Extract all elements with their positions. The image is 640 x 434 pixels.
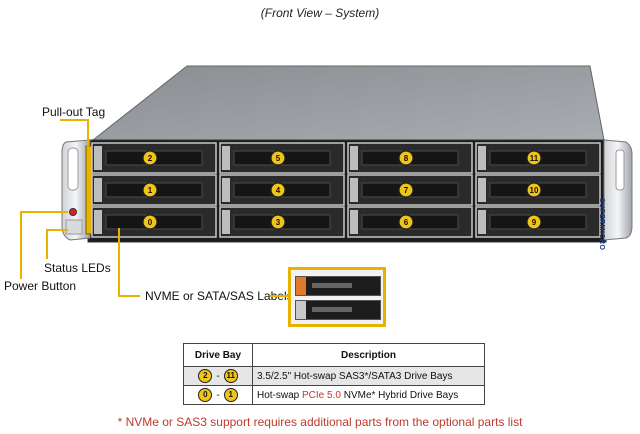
leader-line — [46, 229, 68, 231]
bay-number-badge — [270, 214, 286, 230]
pullout-tag-icon — [85, 145, 93, 235]
bay-number-label: 9 — [532, 218, 537, 227]
page-title: (Front View – System) — [260, 6, 380, 20]
bay-badge: 0 — [198, 388, 213, 402]
leader-line — [87, 119, 89, 147]
bay-number-label: 10 — [530, 186, 539, 195]
bay-number-label: 8 — [404, 154, 409, 163]
drive-bay[interactable]: 10 — [475, 174, 601, 206]
leader-line — [118, 228, 120, 296]
bay-number-label: 7 — [404, 186, 409, 195]
drive-bay[interactable]: 4 — [219, 174, 345, 206]
bay-number-badge — [270, 182, 286, 198]
chassis-top-cover — [91, 65, 605, 141]
leader-line — [60, 119, 88, 121]
bay-number-label: 1 — [148, 186, 153, 195]
leader-line — [20, 211, 68, 213]
table-row: 0-1 Hot-swap PCIe 5.0 NVMe* Hybrid Drive… — [183, 385, 485, 405]
bay-number-badge — [398, 182, 414, 198]
drive-bay-table: Drive Bay Description 2-11 3.5/2.5" Hot-… — [183, 343, 485, 405]
bay-number-badge — [526, 150, 542, 166]
bay-number-badge — [526, 182, 542, 198]
bay-badge: 2 — [198, 369, 213, 383]
callout-status-leds: Status LEDs — [44, 261, 111, 275]
bay-number-badge — [142, 150, 158, 166]
callout-power-button: Power Button — [4, 279, 77, 293]
label-inset — [288, 267, 386, 327]
drive-bay[interactable]: 2 — [91, 142, 217, 174]
drive-bay[interactable]: 0 — [91, 206, 217, 238]
bay-number-label: 5 — [276, 154, 281, 163]
header-drive-bay: Drive Bay — [183, 343, 253, 367]
bay-number-label: 0 — [148, 218, 153, 227]
bay-range: 0-1 — [183, 385, 253, 405]
leader-line — [118, 295, 140, 297]
status-leds-icon — [65, 219, 83, 235]
bay-description: 3.5/2.5" Hot-swap SAS3*/SATA3 Drive Bays — [252, 366, 485, 386]
leader-line — [270, 295, 288, 297]
bay-number-badge — [142, 182, 158, 198]
bay-description: Hot-swap PCIe 5.0 NVMe* Hybrid Drive Bay… — [252, 385, 485, 405]
drive-bay[interactable]: 7 — [347, 174, 473, 206]
bay-badge: 1 — [223, 388, 238, 402]
bay-number-label: 2 — [148, 154, 153, 163]
bay-number-label: 4 — [276, 186, 281, 195]
sas-label-drive-icon — [295, 300, 381, 320]
bay-number-label: 3 — [276, 218, 281, 227]
bay-number-badge — [526, 214, 542, 230]
power-button-icon — [69, 208, 77, 216]
drive-bay[interactable]: 8 — [347, 142, 473, 174]
nvme-label-drive-icon — [295, 276, 381, 296]
drive-bay[interactable]: 5 — [219, 142, 345, 174]
drive-bay[interactable]: 6 — [347, 206, 473, 238]
callout-labels: NVME or SATA/SAS Labels — [145, 289, 293, 303]
table-header-row: Drive Bay Description — [183, 343, 485, 367]
bay-number-badge — [142, 214, 158, 230]
bay-number-label: 11 — [530, 154, 539, 163]
bay-number-badge — [398, 150, 414, 166]
leader-line — [20, 211, 22, 279]
drive-bay[interactable]: 3 — [219, 206, 345, 238]
drive-bay[interactable]: 9 — [475, 206, 601, 238]
header-description: Description — [252, 343, 485, 367]
drive-bay[interactable]: 1 — [91, 174, 217, 206]
bay-number-label: 6 — [404, 218, 409, 227]
bay-range: 2-11 — [183, 366, 253, 386]
bay-number-badge — [398, 214, 414, 230]
brand-logo: SUPERMICRO — [598, 198, 605, 251]
leader-line — [46, 229, 48, 259]
bay-badge: 11 — [223, 369, 238, 383]
bay-number-badge — [270, 150, 286, 166]
footnote: * NVMe or SAS3 support requires addition… — [117, 415, 523, 429]
drive-bay[interactable]: 11 — [475, 142, 601, 174]
table-row: 2-11 3.5/2.5" Hot-swap SAS3*/SATA3 Drive… — [183, 366, 485, 386]
callout-pullout-tag: Pull-out Tag — [42, 105, 106, 119]
